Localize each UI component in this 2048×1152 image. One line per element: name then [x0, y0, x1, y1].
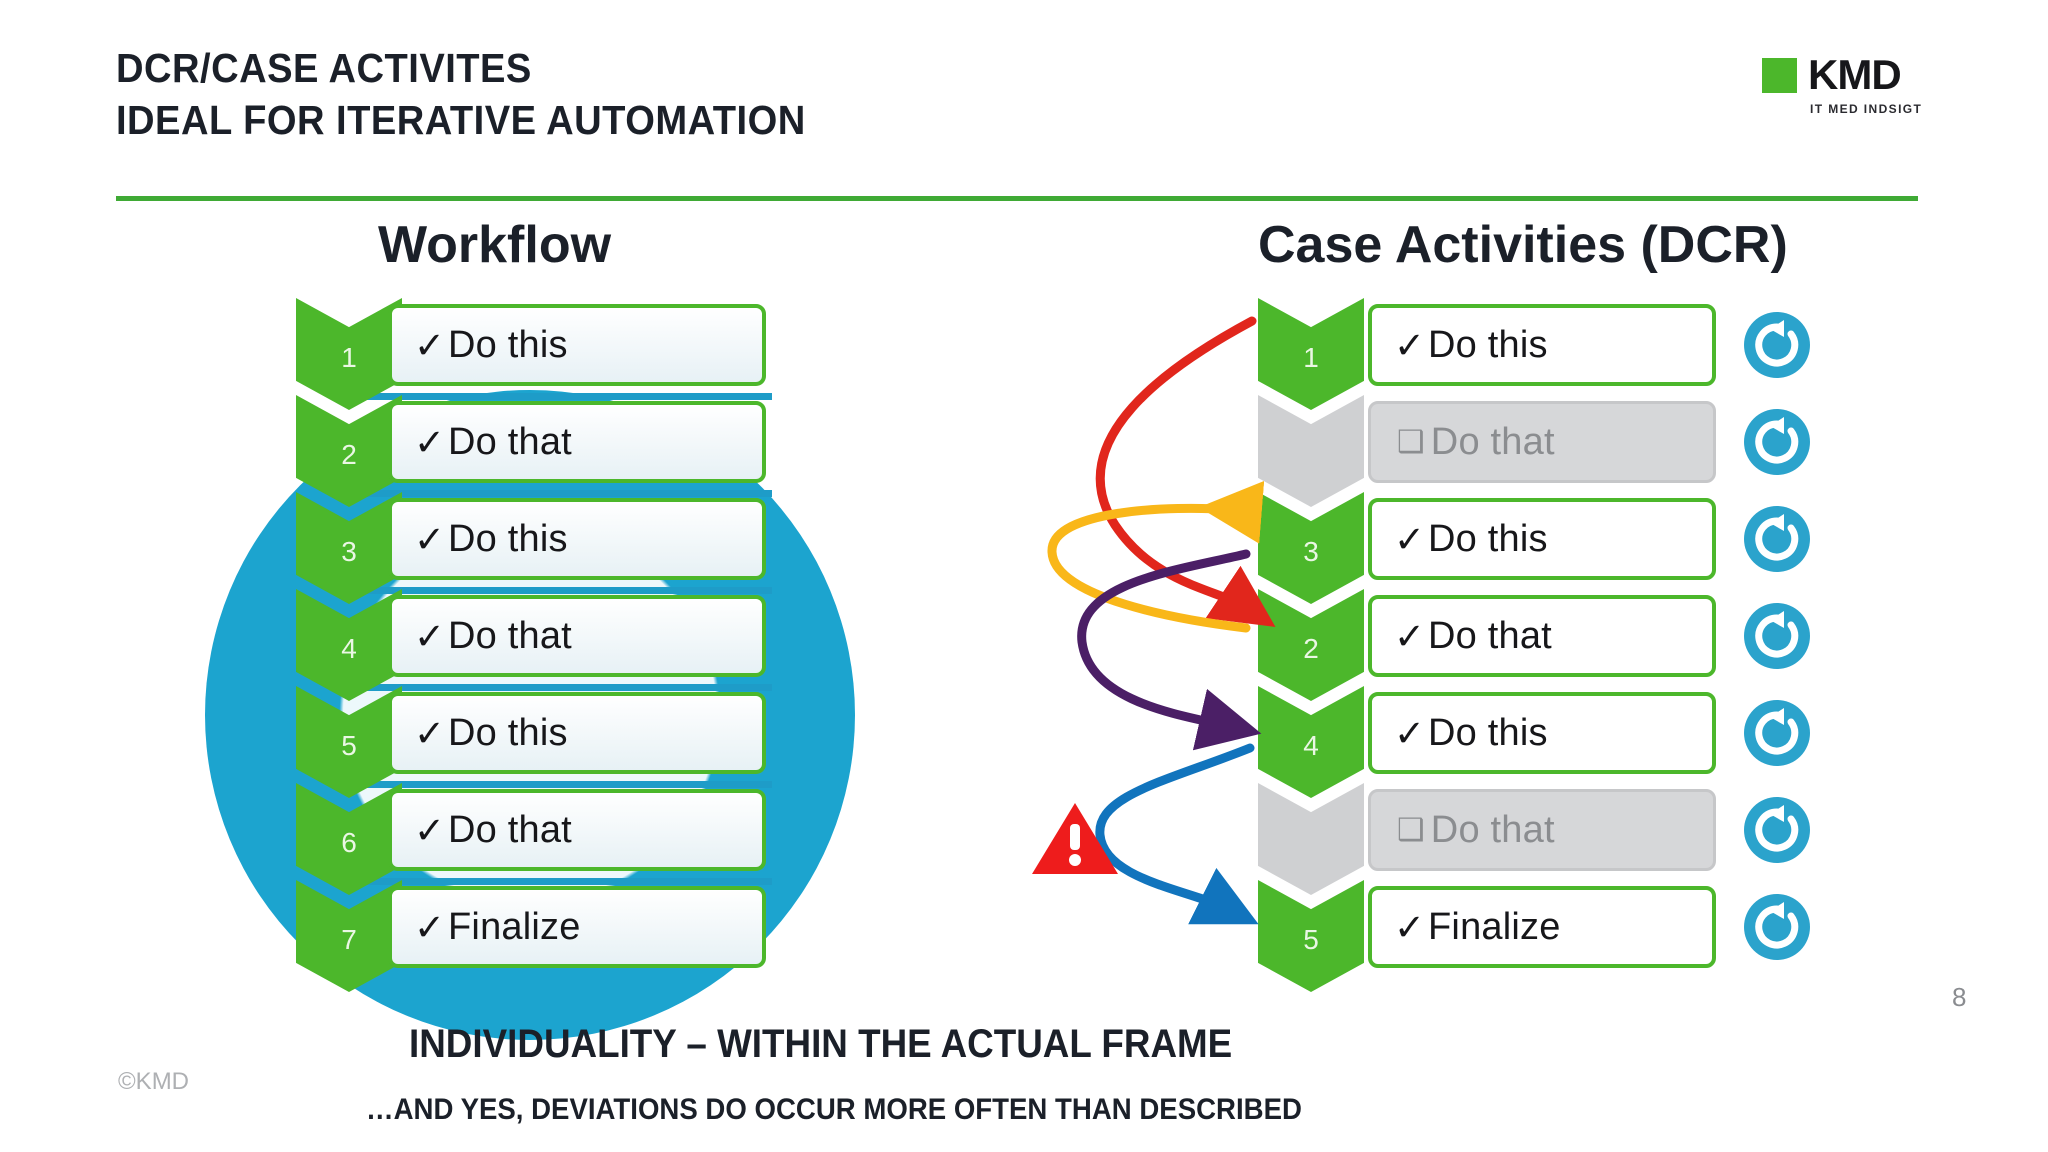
deviation-arrow-red	[1095, 316, 1276, 627]
step-label: Finalize	[1428, 905, 1561, 948]
checkmark-icon: ✓	[414, 614, 446, 658]
step-task-box[interactable]: ❑Do that	[1368, 789, 1716, 871]
step-number: 4	[1303, 730, 1319, 761]
step-number: 2	[1303, 633, 1319, 664]
step-label: Do that	[448, 420, 572, 463]
step-task-box[interactable]: ✓Finalize	[1368, 886, 1716, 968]
copyright-notice: ©KMD	[118, 1068, 190, 1095]
refresh-icon[interactable]	[1744, 603, 1810, 669]
kmd-logo: KMD IT MED INDSIGT	[1762, 54, 1942, 120]
checkmark-icon: ✓	[1394, 905, 1426, 949]
step-number: 1	[341, 342, 357, 373]
deviation-arrow-blue	[1095, 743, 1259, 925]
deviation-arrows-group	[1020, 290, 1300, 950]
step-task-box[interactable]: ✓Do that	[388, 401, 766, 483]
refresh-icon[interactable]	[1744, 312, 1810, 378]
step-number: 1	[1303, 342, 1319, 373]
checkmark-icon: ✓	[414, 517, 446, 561]
caption-sub: …and yes, deviations do occur more often…	[366, 1093, 1302, 1126]
deviation-arrow-yellow	[1047, 480, 1265, 633]
step-number: 7	[341, 924, 357, 955]
step-label: Do this	[448, 323, 568, 366]
step-number: 5	[341, 730, 357, 761]
page-number: 8	[1952, 982, 1967, 1012]
step-label: Do that	[1430, 808, 1555, 851]
step-label: Do that	[448, 614, 572, 657]
step-label: Do that	[448, 808, 572, 851]
refresh-icon[interactable]	[1744, 409, 1810, 475]
step-task-box[interactable]: ✓Do this	[1368, 304, 1716, 386]
step-task-box[interactable]: ✓Do this	[1368, 498, 1716, 580]
empty-checkbox-icon: ❑	[1397, 811, 1425, 848]
step-task-box[interactable]: ✓Finalize	[388, 886, 766, 968]
warning-triangle-icon	[1030, 800, 1120, 878]
step-task-box[interactable]: ✓Do this	[388, 304, 766, 386]
step-label: Finalize	[448, 905, 581, 948]
step-number: 3	[1303, 536, 1319, 567]
step-label: Do this	[448, 711, 568, 754]
step-number: 4	[341, 633, 357, 664]
step-label: Do this	[1428, 711, 1548, 754]
logo-tagline: IT MED INDSIGT	[1810, 102, 1923, 116]
page-title: DCR/Case Activites Ideal for iterative a…	[116, 42, 858, 147]
column-heading-case-activities: Case Activities (DCR)	[1258, 216, 1788, 274]
checkmark-icon: ✓	[1394, 711, 1426, 755]
title-line-2: Ideal for iterative automation	[116, 97, 806, 144]
step-label: Do this	[448, 517, 568, 560]
step-task-box[interactable]: ✓Do this	[1368, 692, 1716, 774]
caption-main: Individuality – within the actual frame	[409, 1022, 1233, 1066]
step-number: 6	[341, 827, 357, 858]
step-label: Do that	[1428, 614, 1552, 657]
refresh-icon[interactable]	[1744, 797, 1810, 863]
title-line-1: DCR/Case Activites	[116, 45, 532, 91]
refresh-icon[interactable]	[1744, 700, 1810, 766]
logo-wordmark: KMD	[1808, 51, 1902, 98]
checkmark-icon: ✓	[1394, 614, 1426, 658]
step-label: Do this	[1428, 323, 1548, 366]
step-task-box[interactable]: ✓Do this	[388, 692, 766, 774]
step-number: 3	[341, 536, 357, 567]
column-heading-workflow: Workflow	[378, 216, 612, 274]
deviation-arrow-purple	[1077, 549, 1262, 751]
step-task-box[interactable]: ✓Do this	[388, 498, 766, 580]
step-number: 2	[341, 439, 357, 470]
title-divider	[116, 196, 1918, 201]
checkmark-icon: ✓	[1394, 517, 1426, 561]
logo-green-square-icon	[1762, 58, 1797, 93]
refresh-icon[interactable]	[1744, 894, 1810, 960]
checkmark-icon: ✓	[414, 905, 446, 949]
step-task-box[interactable]: ❑Do that	[1368, 401, 1716, 483]
checkmark-icon: ✓	[1394, 323, 1426, 367]
step-task-box[interactable]: ✓Do that	[388, 595, 766, 677]
checkmark-icon: ✓	[414, 808, 446, 852]
step-connector-line	[332, 393, 772, 400]
step-number: 5	[1303, 924, 1319, 955]
refresh-icon[interactable]	[1744, 506, 1810, 572]
checkmark-icon: ✓	[414, 711, 446, 755]
checkmark-icon: ✓	[414, 420, 446, 464]
step-label: Do that	[1430, 420, 1555, 463]
empty-checkbox-icon: ❑	[1397, 423, 1425, 460]
step-label: Do this	[1428, 517, 1548, 560]
step-task-box[interactable]: ✓Do that	[388, 789, 766, 871]
step-task-box[interactable]: ✓Do that	[1368, 595, 1716, 677]
checkmark-icon: ✓	[414, 323, 446, 367]
